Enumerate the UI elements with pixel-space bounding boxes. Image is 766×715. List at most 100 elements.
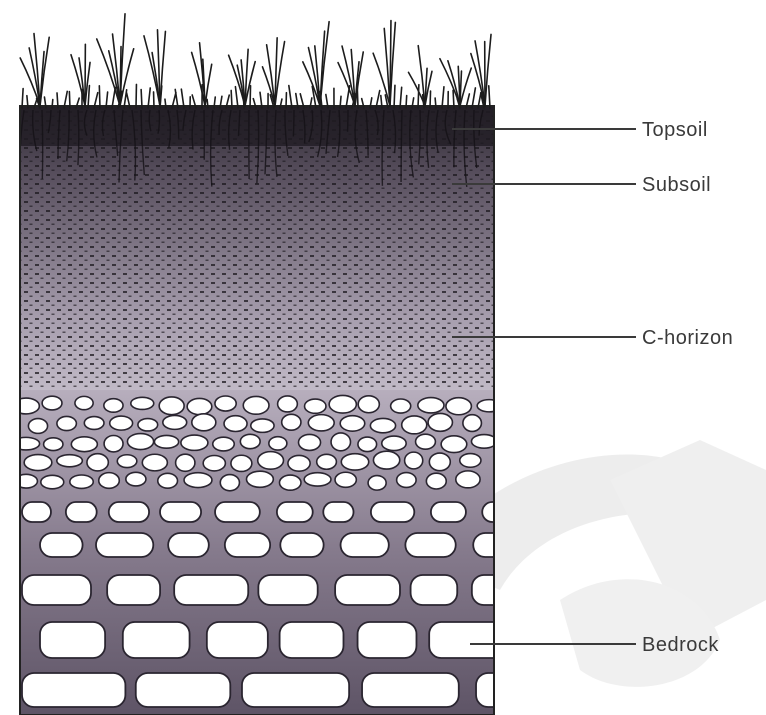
pebble bbox=[402, 416, 427, 434]
bedrock-stone bbox=[323, 502, 353, 522]
pebble bbox=[428, 413, 452, 431]
pebble bbox=[104, 399, 123, 413]
pebble bbox=[215, 396, 236, 411]
pebble bbox=[224, 416, 247, 432]
pebble bbox=[477, 400, 501, 412]
pebble bbox=[446, 398, 472, 415]
grass-blade bbox=[394, 85, 395, 108]
pebble bbox=[87, 454, 108, 471]
pebble bbox=[42, 396, 62, 410]
grass-blade bbox=[250, 86, 251, 108]
bedrock-stone bbox=[476, 673, 565, 707]
pebble bbox=[441, 436, 467, 453]
pebble bbox=[13, 398, 40, 414]
pebble bbox=[416, 434, 436, 449]
bedrock-stone bbox=[160, 502, 201, 522]
grass-blade bbox=[148, 88, 150, 108]
pebble bbox=[181, 435, 208, 450]
grass-blade bbox=[22, 89, 23, 108]
grass-blade bbox=[141, 90, 142, 108]
pebble bbox=[184, 473, 212, 488]
pebble bbox=[158, 473, 178, 488]
grass-blade bbox=[205, 64, 212, 106]
grass-blade bbox=[340, 96, 341, 108]
pebble bbox=[456, 471, 480, 488]
grass-blade bbox=[289, 86, 292, 108]
pebble bbox=[203, 455, 225, 470]
pebble bbox=[12, 437, 39, 450]
soil-profile bbox=[12, 106, 565, 715]
grass-blade bbox=[406, 96, 407, 108]
bedrock-label: Bedrock bbox=[642, 634, 719, 656]
grass-blade bbox=[435, 98, 436, 108]
pebble bbox=[251, 419, 274, 432]
bedrock-stone bbox=[277, 502, 313, 522]
grass-blade bbox=[485, 34, 491, 106]
bedrock-stone bbox=[405, 533, 455, 557]
grass-blade bbox=[40, 37, 49, 106]
grass-blade bbox=[165, 99, 166, 108]
bedrock-stone bbox=[96, 533, 153, 557]
grass-blade bbox=[400, 87, 402, 108]
grass-blade bbox=[430, 91, 431, 108]
pebble bbox=[240, 434, 260, 448]
grass-blade bbox=[207, 99, 208, 108]
bedrock-stone bbox=[429, 622, 512, 658]
pebble bbox=[358, 437, 377, 452]
subsoil-label: Subsoil bbox=[642, 174, 711, 196]
pebble bbox=[246, 471, 273, 487]
bedrock-stone bbox=[136, 673, 231, 707]
pebble bbox=[329, 395, 356, 413]
bedrock-stone bbox=[280, 622, 344, 658]
bedrock-stone bbox=[341, 533, 389, 557]
pebble bbox=[127, 434, 153, 450]
pebble bbox=[24, 455, 52, 471]
bedrock-stone bbox=[335, 575, 400, 605]
bedrock-stone bbox=[225, 533, 270, 557]
grass-blade bbox=[489, 86, 490, 108]
grass-blade bbox=[357, 87, 358, 108]
pebble bbox=[243, 396, 269, 414]
pebble bbox=[75, 396, 93, 409]
pebble bbox=[426, 473, 446, 489]
bedrock-stone bbox=[66, 502, 97, 522]
pebble bbox=[28, 419, 47, 434]
pebble bbox=[44, 438, 63, 451]
c-horizon-label: C-horizon bbox=[642, 327, 733, 349]
grass-blade bbox=[231, 90, 232, 108]
pebble bbox=[57, 455, 83, 467]
pebble bbox=[126, 472, 146, 486]
pebble bbox=[382, 436, 406, 451]
pebble bbox=[391, 399, 411, 413]
grass-blade bbox=[57, 93, 58, 108]
bedrock-stone bbox=[431, 502, 466, 522]
grass-blade bbox=[418, 85, 419, 108]
pebble bbox=[258, 452, 284, 470]
bedrock-stone bbox=[207, 622, 268, 658]
grass-blade bbox=[453, 90, 454, 108]
grass-blade bbox=[69, 92, 70, 108]
pebble bbox=[463, 415, 482, 432]
bedrock-stone bbox=[22, 502, 51, 522]
pebble bbox=[154, 435, 178, 448]
root-stroke bbox=[293, 110, 294, 136]
pebble bbox=[269, 437, 287, 450]
pebble bbox=[163, 415, 187, 429]
pebble bbox=[41, 475, 64, 488]
pebble bbox=[99, 473, 120, 489]
bedrock-stone bbox=[107, 575, 160, 605]
pebble bbox=[305, 399, 326, 413]
bedrock-stone bbox=[40, 622, 105, 658]
pebble bbox=[279, 475, 300, 490]
pebble bbox=[57, 416, 76, 430]
bedrock-stone bbox=[411, 575, 458, 605]
pebble bbox=[282, 414, 301, 430]
pebble bbox=[138, 419, 158, 431]
bedrock-stone bbox=[371, 502, 414, 522]
pebble bbox=[370, 418, 395, 432]
pebble bbox=[187, 398, 212, 414]
pebble bbox=[231, 455, 252, 471]
pebble bbox=[341, 454, 368, 470]
pebble bbox=[471, 435, 496, 449]
grass-blade bbox=[235, 87, 238, 108]
